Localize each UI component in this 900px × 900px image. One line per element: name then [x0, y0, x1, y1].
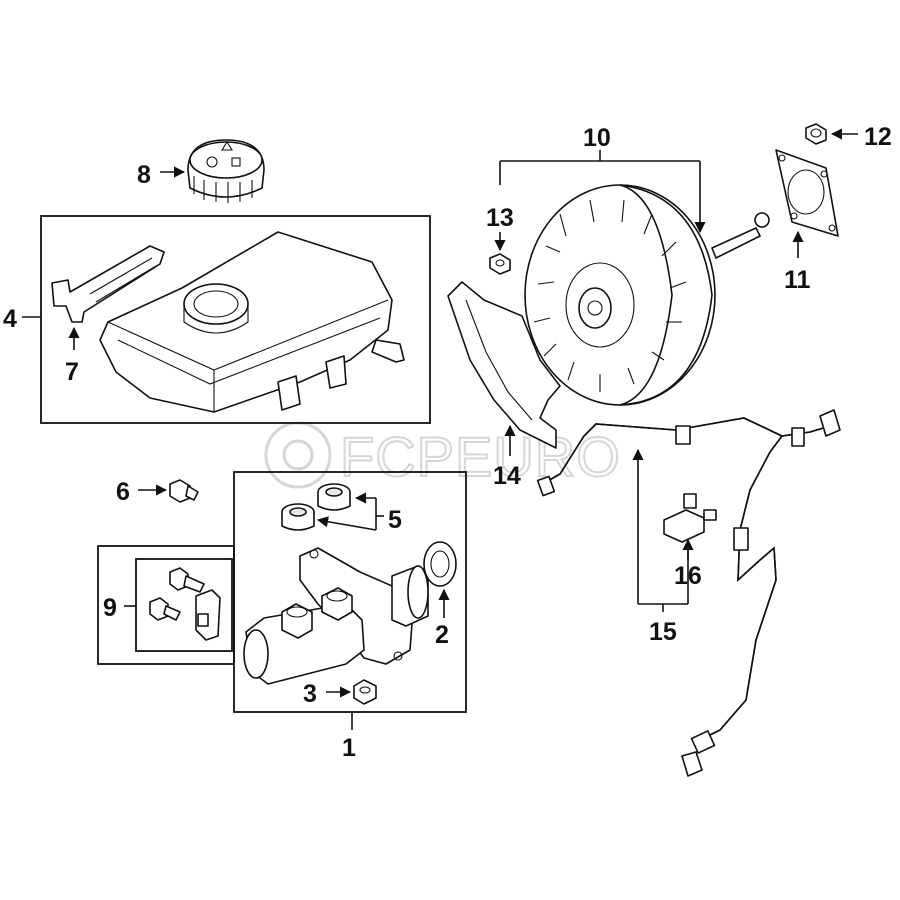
- sensors: [149, 567, 221, 641]
- callout-5: 5: [388, 506, 402, 534]
- callout-16: 16: [674, 562, 702, 590]
- callout-10: 10: [583, 124, 611, 152]
- callout-2: 2: [435, 621, 449, 649]
- grommets: [281, 483, 351, 531]
- booster-small-nut: [489, 232, 511, 275]
- reservoir-group-box: [40, 215, 431, 424]
- brake-booster: [524, 184, 770, 406]
- callout-9: 9: [103, 594, 117, 622]
- callout-6: 6: [116, 478, 130, 506]
- heat-shield: [447, 281, 561, 456]
- callout-4: 4: [3, 305, 17, 333]
- watermark: FCPEURO: [264, 421, 621, 489]
- seal-ring: [423, 541, 457, 618]
- callout-5-arrow-bottom: [316, 516, 377, 531]
- callout-8: 8: [137, 161, 151, 189]
- booster-nut: [805, 123, 858, 145]
- watermark-text: FCPEURO: [340, 425, 621, 488]
- vacuum-hose: [536, 409, 841, 777]
- callout-14: 14: [493, 462, 521, 490]
- callout-12: 12: [864, 123, 892, 151]
- callout-13: 13: [486, 204, 514, 232]
- sensor-outer-box: [97, 545, 235, 665]
- booster-gasket: [775, 149, 839, 258]
- master-cylinder: [243, 547, 429, 685]
- callout-11: 11: [784, 266, 811, 294]
- bolt-6: [138, 479, 199, 503]
- reservoir-cap: [160, 139, 265, 203]
- mc-nut: [326, 679, 377, 705]
- callout-7: 7: [65, 358, 79, 386]
- callout-15: 15: [649, 618, 677, 646]
- callout-1: 1: [342, 734, 356, 762]
- reservoir-bracket: [51, 245, 165, 350]
- reservoir: [99, 231, 405, 413]
- sensor-inner-box: [135, 558, 233, 652]
- callout-3: 3: [303, 680, 317, 708]
- vacuum-sensor: [663, 493, 717, 560]
